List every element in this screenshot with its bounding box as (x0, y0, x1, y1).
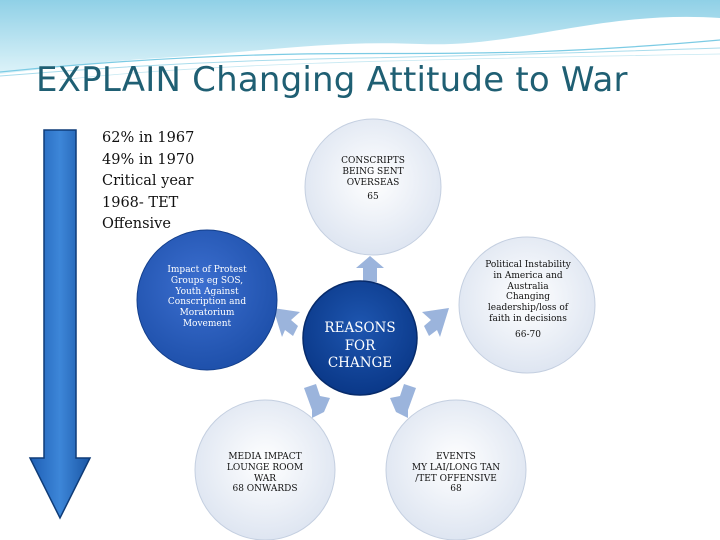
stat-line: 49% in 1970 (102, 151, 195, 168)
node-line: Australia (507, 281, 549, 292)
node-media-text: MEDIA IMPACT LOUNGE ROOM WAR 68 ONWARDS (205, 452, 325, 495)
node-line: MY LAI/LONG TAN (411, 462, 501, 473)
page-title: EXPLAIN Changing Attitude to War (36, 60, 628, 100)
center-circle (302, 280, 418, 396)
connector-arrow-down-right (390, 384, 416, 418)
down-arrow-icon (28, 129, 92, 520)
circle-conscripts (304, 118, 442, 256)
connector-arrow-right (422, 308, 449, 337)
node-line: OVERSEAS (346, 177, 400, 188)
stat-line: Critical year (102, 173, 194, 189)
node-line: LOUNGE ROOM (226, 462, 304, 473)
node-events-text: EVENTS MY LAI/LONG TAN /TET OFFENSIVE 68 (391, 452, 521, 495)
node-conscripts-text: CONSCRIPTS BEING SENT OVERSEAS 65 (313, 156, 433, 203)
center-label: REASONS FOR CHANGE (300, 320, 420, 373)
node-line: WAR (253, 473, 277, 484)
connector-arrow-down-left (304, 384, 330, 418)
connector-arrow-left (273, 308, 300, 337)
center-label-line: FOR (344, 337, 376, 354)
node-line: MEDIA IMPACT (228, 452, 302, 462)
node-line: 68 (450, 484, 462, 495)
circle-events (385, 399, 527, 540)
circle-protest (136, 229, 278, 371)
node-line: Youth Against (175, 286, 239, 297)
connector-arrow-up (356, 256, 384, 282)
stat-line: 1968- TET (102, 194, 179, 211)
circle-media (194, 399, 336, 540)
node-line: BEING SENT (342, 166, 404, 177)
node-line: EVENTS (436, 452, 476, 462)
decorative-waves (0, 0, 720, 81)
node-line: leadership/loss of (487, 303, 569, 314)
node-line: Conscription and (167, 297, 247, 308)
circle-political (458, 236, 596, 374)
node-year: 66-70 (515, 329, 541, 340)
node-line: Impact of Protest (167, 265, 247, 275)
stat-line: 62% in 1967 (102, 130, 195, 146)
node-line: Movement (182, 318, 232, 329)
node-year: 65 (367, 192, 379, 203)
center-label-line: CHANGE (327, 355, 393, 371)
node-line: in America and (493, 270, 563, 281)
node-line: Changing (505, 292, 551, 303)
attitude-statistics: 62% in 1967 49% in 1970 Critical year 19… (102, 128, 194, 236)
node-political-text: Political Instability in America and Aus… (457, 260, 599, 341)
node-line: 68 ONWARDS (232, 484, 298, 495)
stat-line: Offensive (102, 216, 171, 232)
node-line: Political Instability (485, 260, 571, 270)
node-line: CONSCRIPTS (341, 156, 405, 166)
node-protest-text: Impact of Protest Groups eg SOS, Youth A… (137, 265, 277, 330)
center-label-line: REASONS (324, 320, 396, 336)
node-line: Moratorium (179, 308, 235, 319)
node-line: faith in decisions (489, 313, 567, 324)
node-line: Groups eg SOS, (170, 275, 244, 286)
node-line: /TET OFFENSIVE (415, 473, 497, 484)
